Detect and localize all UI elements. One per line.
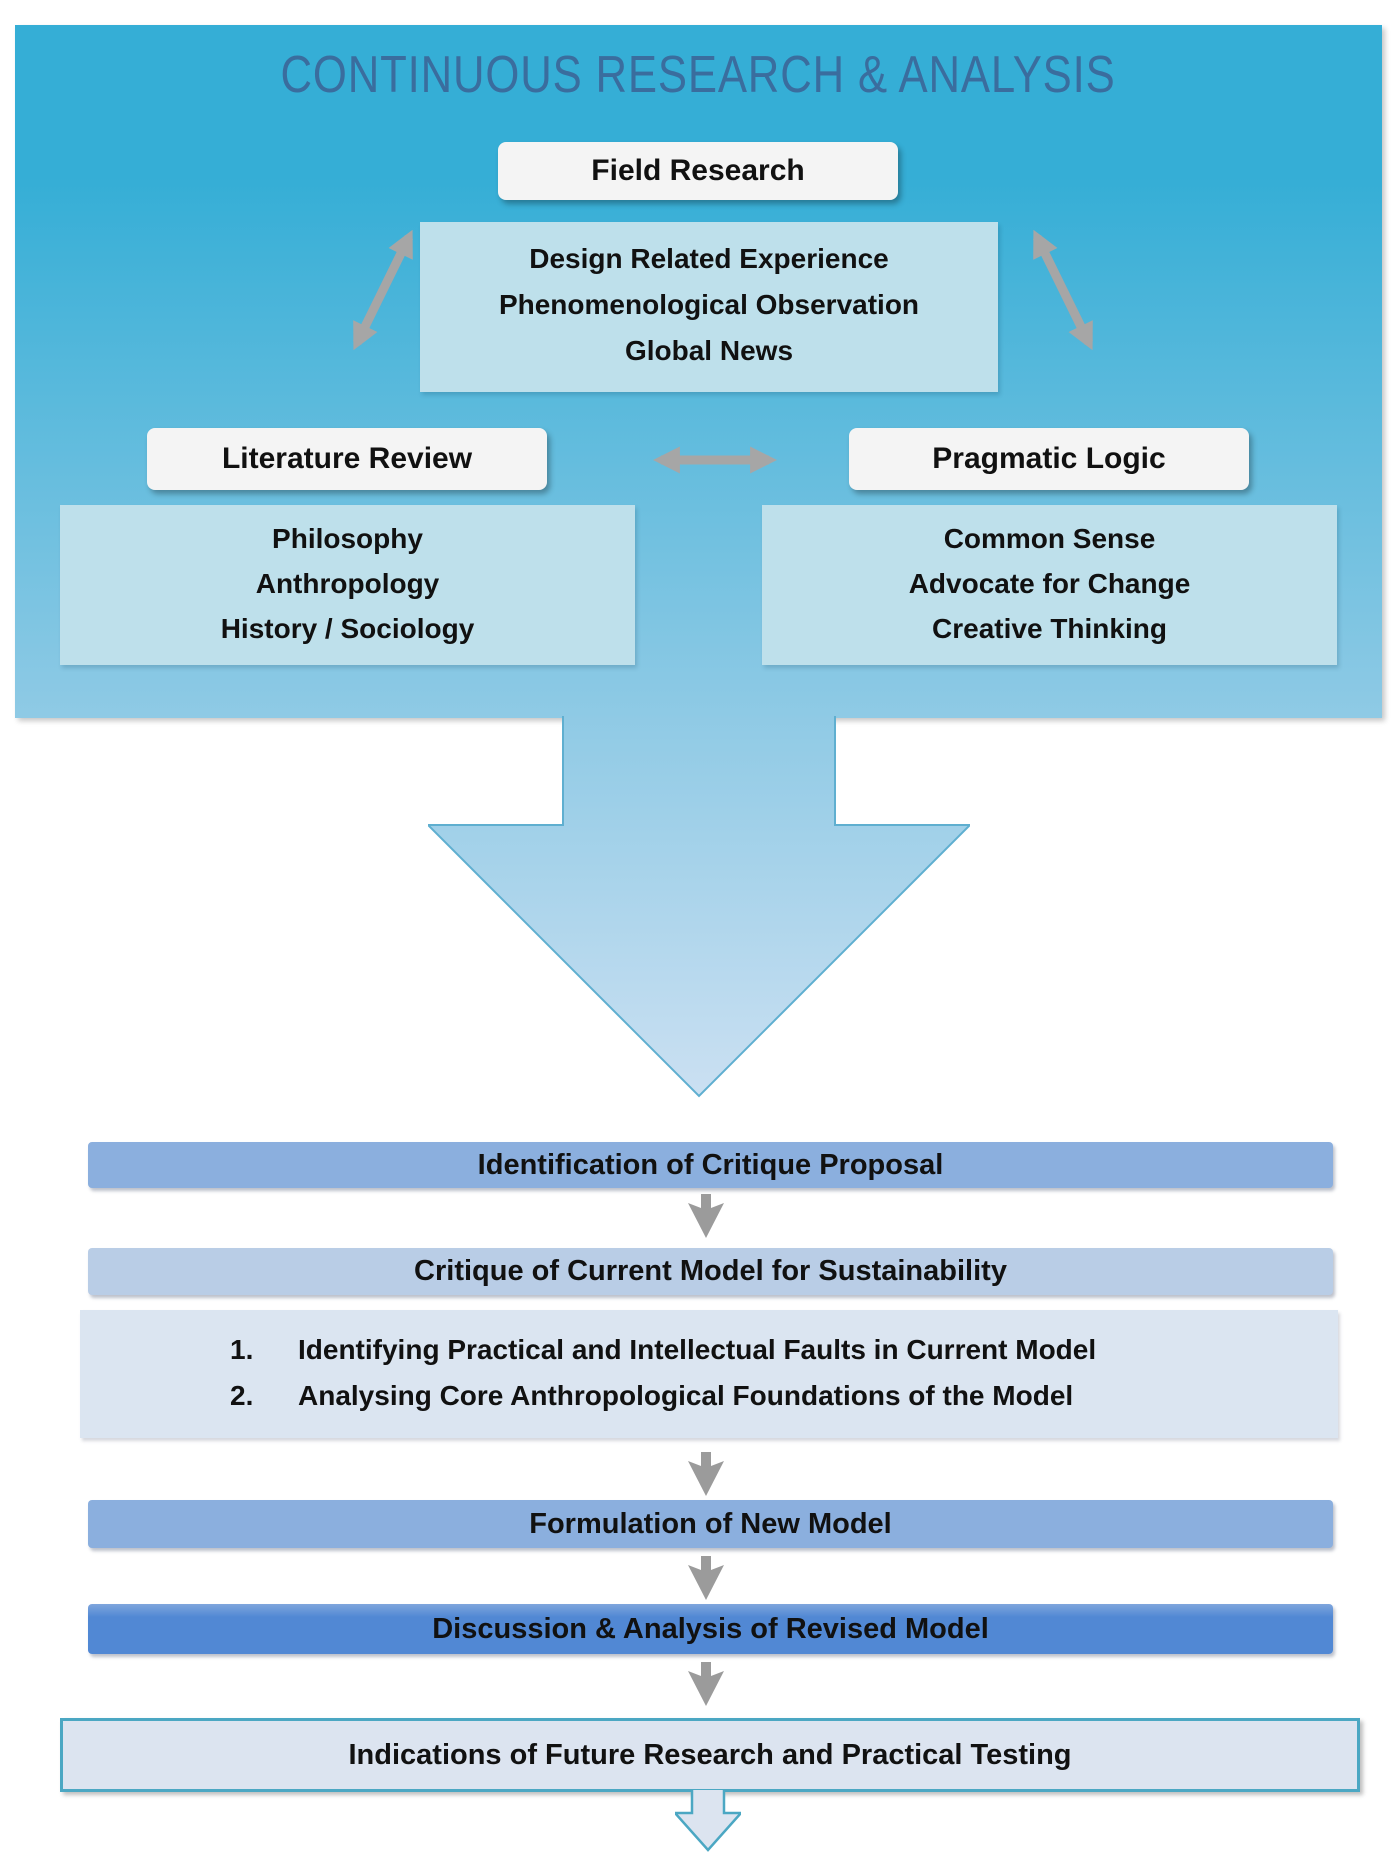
field-research-box: Field Research — [498, 142, 898, 200]
down-connector-icon — [688, 1452, 724, 1496]
list-item-text: Identifying Practical and Intellectual F… — [298, 1334, 1097, 1365]
down-connector-icon — [688, 1194, 724, 1238]
pragmatic-line: Common Sense — [943, 523, 1156, 554]
down-connector-icon — [688, 1662, 724, 1706]
experience-line: Phenomenological Observation — [498, 289, 920, 320]
pragmatic-logic-label: Pragmatic Logic — [932, 442, 1166, 475]
list-item-number: 2. — [230, 1380, 254, 1411]
literature-review-box: Literature Review — [147, 428, 547, 490]
literature-line: Philosophy — [272, 523, 423, 554]
bottom-exit-arrow-icon — [675, 1790, 741, 1852]
critique-points-box: 1. Identifying Practical and Intellectua… — [80, 1310, 1338, 1438]
pragmatic-line: Advocate for Change — [908, 568, 1191, 599]
continuous-research-panel: CONTINUOUS RESEARCH & ANALYSIS Field Res… — [15, 25, 1382, 718]
flow-step-future-research: Indications of Future Research and Pract… — [60, 1718, 1360, 1792]
pragmatic-line: Creative Thinking — [932, 613, 1167, 644]
field-research-label: Field Research — [591, 154, 805, 187]
experience-box: Design Related Experience Phenomenologic… — [420, 222, 998, 392]
list-item-text: Analysing Core Anthropological Foundatio… — [298, 1380, 1074, 1411]
double-arrow-left-icon — [352, 229, 414, 351]
literature-line: History / Sociology — [220, 613, 475, 644]
experience-line: Global News — [624, 335, 794, 366]
pragmatic-list-box: Common Sense Advocate for Change Creativ… — [762, 505, 1337, 665]
experience-line: Design Related Experience — [529, 243, 889, 274]
flow-step-critique: Critique of Current Model for Sustainabi… — [88, 1248, 1333, 1295]
flow-step-discussion: Discussion & Analysis of Revised Model — [88, 1604, 1333, 1654]
list-item-number: 1. — [230, 1334, 254, 1365]
literature-line: Anthropology — [255, 568, 440, 599]
big-down-arrow-icon — [428, 716, 970, 1098]
literature-review-label: Literature Review — [221, 442, 473, 475]
flow-step-identification: Identification of Critique Proposal — [88, 1142, 1333, 1188]
double-arrow-right-icon — [1032, 229, 1094, 351]
list-item: 1. Identifying Practical and Intellectua… — [230, 1327, 1338, 1373]
down-connector-icon — [688, 1556, 724, 1600]
flow-step-formulation: Formulation of New Model — [88, 1500, 1333, 1548]
page-title: CONTINUOUS RESEARCH & ANALYSIS — [280, 46, 1117, 104]
list-item: 2. Analysing Core Anthropological Founda… — [230, 1373, 1338, 1419]
literature-list-box: Philosophy Anthropology History / Sociol… — [60, 505, 635, 665]
double-arrow-horizontal-icon — [652, 446, 778, 474]
pragmatic-logic-box: Pragmatic Logic — [849, 428, 1249, 490]
